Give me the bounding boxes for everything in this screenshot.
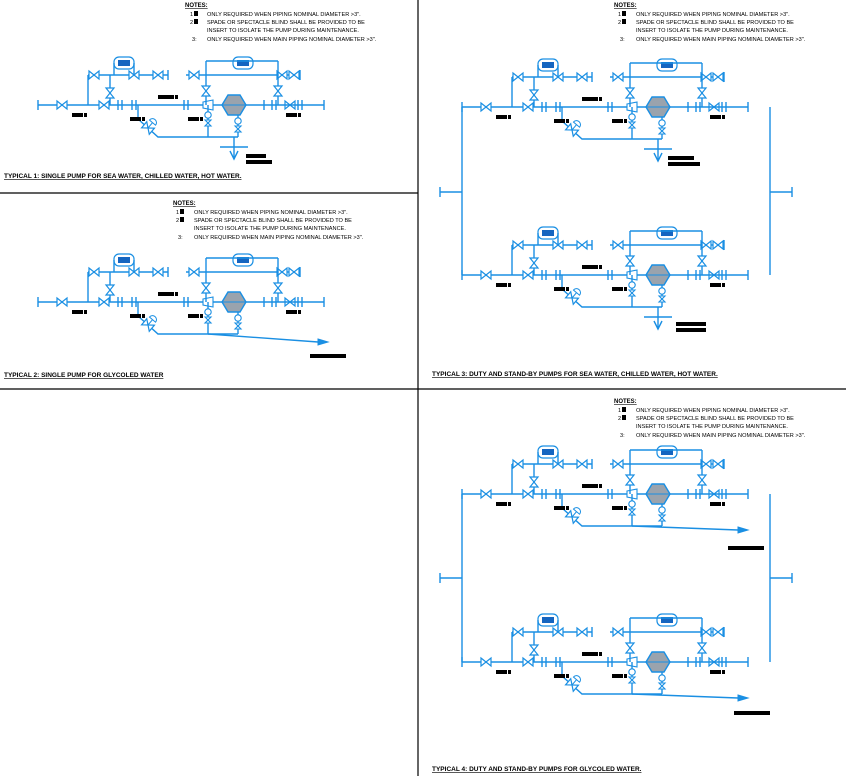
notes-heading: NOTES: xyxy=(614,399,637,405)
header-loop xyxy=(439,107,793,275)
typical-2-panel: NOTES: 1 ONLY REQUIRED WHEN PIPING NOMIN… xyxy=(4,201,364,379)
note-2-text-line-2: INSERT TO ISOLATE THE PUMP DURING MAINTE… xyxy=(207,28,359,34)
drain-tag xyxy=(246,154,272,164)
note-3-text: ONLY REQUIRED WHEN MAIN PIPING NOMINAL D… xyxy=(636,433,806,439)
notes-heading: NOTES: xyxy=(614,3,637,9)
typical-4-panel: NOTES: 1 ONLY REQUIRED WHEN PIPING NOMIN… xyxy=(432,399,806,773)
notes-block: NOTES: 1 ONLY REQUIRED WHEN PIPING NOMIN… xyxy=(185,3,377,43)
note-1-number: 1 xyxy=(618,12,621,18)
note-1-number: 1 xyxy=(190,12,193,18)
duty-pump-train-glycol xyxy=(462,446,750,534)
caption-typical-3: TYPICAL 3: DUTY AND STAND-BY PUMPS FOR S… xyxy=(432,371,718,378)
note-3-number: 3: xyxy=(620,433,625,439)
note-2-text-line-2: INSERT TO ISOLATE THE PUMP DURING MAINTE… xyxy=(636,424,788,430)
note-3-text: ONLY REQUIRED WHEN MAIN PIPING NOMINAL D… xyxy=(207,37,377,43)
notes-heading: NOTES: xyxy=(173,201,196,207)
typical-3-panel: NOTES: 1 ONLY REQUIRED WHEN PIPING NOMIN… xyxy=(432,3,806,378)
caption-typical-2: TYPICAL 2: SINGLE PUMP FOR GLYCOLED WATE… xyxy=(4,372,164,379)
note-3-number: 3: xyxy=(178,235,183,241)
note-1-number: 1 xyxy=(618,408,621,414)
header-loop xyxy=(439,494,793,662)
notes-block: NOTES: 1 ONLY REQUIRED WHEN PIPING NOMIN… xyxy=(173,201,364,241)
note-2-text-line-1: SPADE OR SPECTACLE BLIND SHALL BE PROVID… xyxy=(636,416,794,422)
notes-block: NOTES: 1 ONLY REQUIRED WHEN PIPING NOMIN… xyxy=(614,399,806,439)
note-1-text: ONLY REQUIRED WHEN PIPING NOMINAL DIAMET… xyxy=(194,210,348,216)
standby-pump-train-glycol xyxy=(462,614,750,702)
note-3-number: 3: xyxy=(620,37,625,43)
note-3-number: 3: xyxy=(192,37,197,43)
note-1-text: ONLY REQUIRED WHEN PIPING NOMINAL DIAMET… xyxy=(207,12,361,18)
note-2-text-line-2: INSERT TO ISOLATE THE PUMP DURING MAINTE… xyxy=(636,28,788,34)
duty-pump-train xyxy=(462,59,748,162)
note-2-number: 2 xyxy=(176,218,179,224)
note-2-number: 2 xyxy=(618,20,621,26)
note-1-text: ONLY REQUIRED WHEN PIPING NOMINAL DIAMET… xyxy=(636,408,790,414)
note-2-number: 2 xyxy=(618,416,621,422)
standby-pump-train xyxy=(462,227,748,330)
note-1-text: ONLY REQUIRED WHEN PIPING NOMINAL DIAMET… xyxy=(636,12,790,18)
note-3-text: ONLY REQUIRED WHEN MAIN PIPING NOMINAL D… xyxy=(194,235,364,241)
note-1-number: 1 xyxy=(176,210,179,216)
typical-1-panel: NOTES: 1 ONLY REQUIRED WHEN PIPING NOMIN… xyxy=(4,3,377,180)
notes-block: NOTES: 1 ONLY REQUIRED WHEN PIPING NOMIN… xyxy=(614,3,806,43)
note-2-number: 2 xyxy=(190,20,193,26)
note-2-text-line-1: SPADE OR SPECTACLE BLIND SHALL BE PROVID… xyxy=(194,218,352,224)
caption-typical-1: TYPICAL 1: SINGLE PUMP FOR SEA WATER, CH… xyxy=(4,173,242,180)
single-pump-train xyxy=(38,57,324,160)
note-2-text-line-1: SPADE OR SPECTACLE BLIND SHALL BE PROVID… xyxy=(636,20,794,26)
note-3-text: ONLY REQUIRED WHEN MAIN PIPING NOMINAL D… xyxy=(636,37,806,43)
single-pump-train-glycol xyxy=(38,254,330,346)
notes-heading: NOTES: xyxy=(185,3,208,9)
note-2-text-line-1: SPADE OR SPECTACLE BLIND SHALL BE PROVID… xyxy=(207,20,365,26)
caption-typical-4: TYPICAL 4: DUTY AND STAND-BY PUMPS FOR G… xyxy=(432,766,642,773)
note-2-text-line-2: INSERT TO ISOLATE THE PUMP DURING MAINTE… xyxy=(194,226,346,232)
